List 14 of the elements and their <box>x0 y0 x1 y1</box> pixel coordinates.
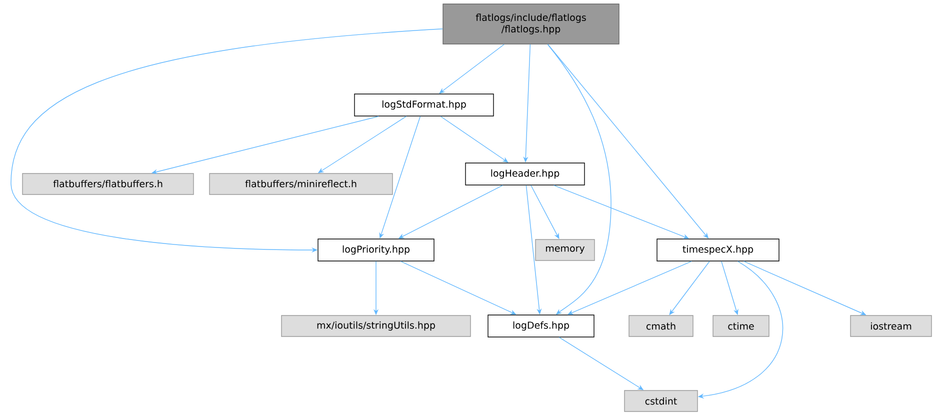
header-box: memory <box>535 239 595 261</box>
header-box: cmath <box>628 315 694 337</box>
file-box: timespecX.hpp <box>656 238 780 262</box>
header-box: flatbuffers/minireflect.h <box>209 173 393 195</box>
file-box: logDefs.hpp <box>488 314 594 338</box>
header-box: iostream <box>850 315 932 337</box>
header-box: mx/ioutils/stringUtils.hpp <box>281 315 471 337</box>
header-box: flatbuffers/flatbuffers.h <box>22 173 194 195</box>
header-box: cstdint <box>624 390 698 412</box>
file-box: logHeader.hpp <box>465 162 585 186</box>
file-box: logStdFormat.hpp <box>354 94 494 116</box>
file-box: logPriority.hpp <box>318 238 434 262</box>
root-file-box: flatlogs/include/flatlogs /flatlogs.hpp <box>442 4 620 44</box>
header-box: ctime <box>712 315 770 337</box>
